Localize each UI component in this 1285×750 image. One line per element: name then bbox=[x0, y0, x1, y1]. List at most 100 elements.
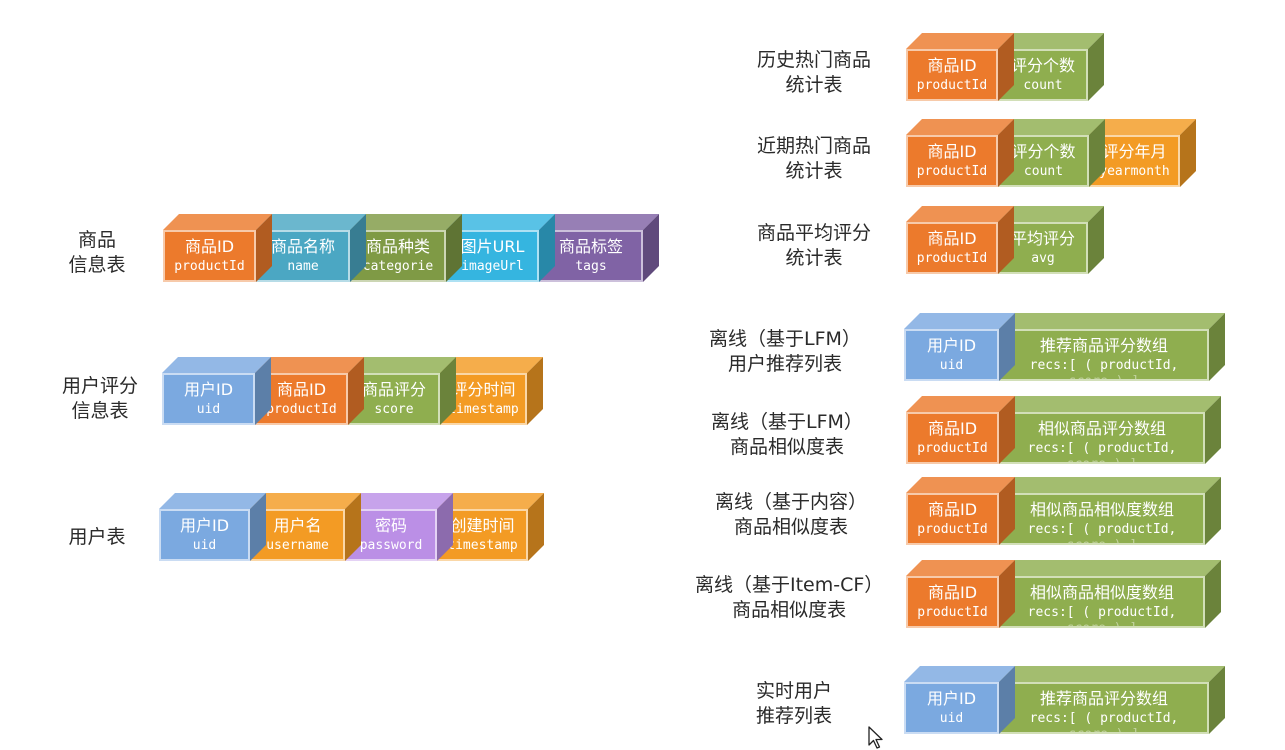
field-extra: score ) ] bbox=[1001, 622, 1203, 627]
field-name: timestamp bbox=[447, 538, 518, 553]
cell-side-face bbox=[440, 357, 456, 425]
table-label-line: 用户表 bbox=[68, 526, 126, 548]
field-name: count bbox=[1023, 78, 1063, 93]
cell-side-face bbox=[255, 357, 271, 425]
table-label-offline-content-sim: 离线（基于内容）商品相似度表 bbox=[715, 490, 867, 540]
field-name: timestamp bbox=[448, 402, 519, 417]
table-label-line: 用户评分 bbox=[62, 375, 139, 397]
field-title: 商品ID bbox=[276, 380, 327, 399]
table-label-line: 用户推荐列表 bbox=[727, 353, 842, 375]
field-title: 评分个数 bbox=[1011, 142, 1076, 161]
field-name: productId bbox=[916, 251, 988, 266]
field-title: 商品种类 bbox=[365, 237, 430, 256]
cell-side-face bbox=[250, 493, 266, 561]
table-label-line: 商品相似度表 bbox=[734, 516, 849, 538]
field-name: productId bbox=[917, 605, 988, 620]
cell-top-face bbox=[440, 357, 543, 373]
field-title: 商品ID bbox=[927, 583, 978, 602]
table-label-line: 商品平均评分 bbox=[757, 222, 872, 244]
field-title: 商品ID bbox=[927, 229, 977, 248]
cell-top-face bbox=[350, 214, 462, 230]
cell-side-face bbox=[1088, 206, 1104, 274]
cell-top-face bbox=[906, 396, 1015, 412]
field-title: 商品评分 bbox=[361, 380, 426, 399]
table-label-line: 商品相似度表 bbox=[732, 599, 847, 621]
field-cell: 用户ID uid bbox=[904, 666, 1015, 734]
cell-top-face bbox=[906, 119, 1014, 135]
cell-side-face bbox=[1089, 119, 1105, 187]
field-name: uid bbox=[939, 711, 964, 726]
cell-top-face bbox=[539, 214, 659, 230]
field-title: 用户ID bbox=[926, 336, 977, 355]
field-extra: score ) ] bbox=[1001, 728, 1207, 733]
cell-side-face bbox=[999, 477, 1015, 545]
cell-top-face bbox=[163, 214, 272, 230]
cell-top-face bbox=[998, 206, 1104, 222]
field-title: 商品ID bbox=[184, 237, 235, 256]
field-name: recs:[ ( productId, bbox=[1027, 522, 1177, 537]
field-title: 用户ID bbox=[183, 380, 234, 399]
field-name: productId bbox=[174, 259, 245, 274]
field-title: 相似商品评分数组 bbox=[1037, 419, 1166, 438]
field-title: 图片URL bbox=[460, 237, 525, 256]
field-cell: 商品ID productId bbox=[906, 560, 1015, 628]
cell-side-face bbox=[1180, 119, 1196, 187]
table-label-user: 用户表 bbox=[69, 525, 126, 550]
cell-side-face bbox=[1209, 666, 1225, 734]
field-title: 商品ID bbox=[927, 142, 977, 161]
field-title: 商品标签 bbox=[558, 237, 623, 256]
cell-front-face: 商品ID productId bbox=[906, 222, 998, 274]
table-label-offline-itemcf-sim: 离线（基于Item-CF）商品相似度表 bbox=[695, 573, 883, 623]
field-title: 商品ID bbox=[927, 500, 978, 519]
cell-front-face: 商品ID productId bbox=[255, 373, 348, 425]
cell-top-face bbox=[1089, 119, 1196, 135]
table-label-line: 推荐列表 bbox=[756, 705, 833, 727]
field-name: yearmonth bbox=[1099, 164, 1170, 179]
cell-top-face bbox=[998, 119, 1105, 135]
field-name: productId bbox=[266, 402, 337, 417]
field-title: 用户ID bbox=[926, 689, 977, 708]
field-name: name bbox=[287, 259, 319, 274]
cell-top-face bbox=[904, 666, 1015, 682]
field-title: 商品ID bbox=[927, 56, 977, 75]
field-name: imageUrl bbox=[461, 259, 524, 274]
cell-top-face bbox=[348, 357, 456, 373]
cell-side-face bbox=[528, 493, 544, 561]
field-name: avg bbox=[1031, 251, 1055, 266]
cell-top-face bbox=[904, 313, 1015, 329]
table-label-product-info: 商品信息表 bbox=[69, 228, 126, 278]
field-title: 推荐商品评分数组 bbox=[1039, 336, 1168, 355]
cell-front-face: 商品ID productId bbox=[163, 230, 256, 282]
field-name: recs:[ ( productId, bbox=[1027, 605, 1177, 620]
field-extra: score ) ] bbox=[1001, 539, 1203, 544]
cell-top-face bbox=[446, 214, 555, 230]
field-name: recs:[ ( productId, bbox=[1029, 358, 1179, 373]
table-label-line: 离线（基于LFM） bbox=[711, 411, 863, 433]
field-title: 用户ID bbox=[179, 516, 230, 535]
field-title: 用户名 bbox=[273, 516, 322, 535]
cell-top-face bbox=[999, 477, 1221, 493]
cell-side-face bbox=[999, 666, 1015, 734]
cell-side-face bbox=[348, 357, 364, 425]
cell-top-face bbox=[250, 493, 361, 509]
field-name: recs:[ ( productId, bbox=[1027, 441, 1177, 456]
cell-top-face bbox=[999, 313, 1225, 329]
cell-side-face bbox=[256, 214, 272, 282]
cell-top-face bbox=[998, 33, 1104, 49]
table-label-line: 统计表 bbox=[785, 74, 843, 96]
table-label-line: 商品 bbox=[78, 229, 117, 251]
